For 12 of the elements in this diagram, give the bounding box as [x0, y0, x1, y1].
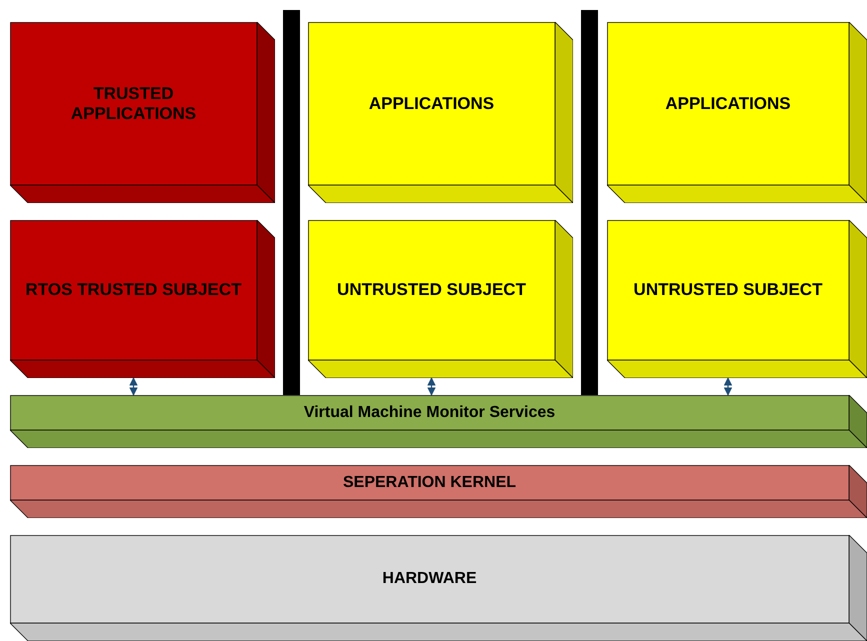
block-label: UNTRUSTED SUBJECT	[337, 280, 526, 300]
block-label: Virtual Machine Monitor Services	[304, 404, 556, 422]
block-label: APPLICATIONS	[665, 94, 791, 114]
block-label: APPLICATIONS	[368, 94, 494, 114]
arrow	[427, 377, 436, 396]
block-label: HARDWARE	[382, 570, 477, 588]
block-label: RTOS TRUSTED SUBJECT	[26, 280, 242, 300]
block-label: TRUSTED APPLICATIONS	[70, 84, 198, 124]
block-label: SEPERATION KERNEL	[342, 474, 516, 492]
arrow	[129, 377, 138, 396]
arrow	[724, 377, 732, 396]
block-label: UNTRUSTED SUBJECT	[634, 280, 822, 300]
